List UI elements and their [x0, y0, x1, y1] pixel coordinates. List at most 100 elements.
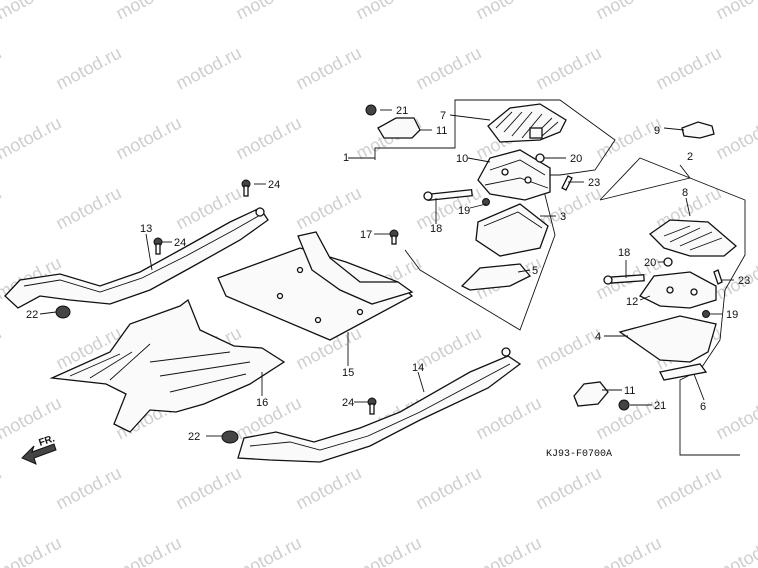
watermark-text: motod.ru	[532, 43, 604, 94]
front-label: FR.	[38, 433, 57, 449]
watermark-text: motod.ru	[0, 43, 5, 94]
watermark-text: motod.ru	[0, 393, 65, 444]
callout-23-lower: 23	[738, 275, 750, 287]
watermark-text: motod.ru	[712, 113, 758, 164]
washer-20-upper	[535, 153, 545, 163]
callout-23-upper: 23	[588, 177, 600, 189]
pin-23-lower	[713, 269, 723, 285]
bolt-24-low	[367, 397, 377, 415]
watermark-text: motod.ru	[472, 0, 544, 24]
callout-10: 10	[456, 153, 468, 165]
watermark-text: motod.ru	[592, 113, 664, 164]
watermark-text: motod.ru	[0, 533, 65, 568]
watermark-text: motod.ru	[412, 183, 484, 234]
callout-labels: 1 2 3 4 5 6 7 8 9 10 11 12 13 14 15 16 1…	[26, 105, 750, 443]
watermark-text: motod.ru	[292, 183, 364, 234]
callout-14: 14	[412, 362, 424, 374]
watermark-text: motod.ru	[472, 393, 544, 444]
lower-strip-part	[659, 363, 708, 381]
watermark-text: motod.ru	[712, 0, 758, 24]
callout-5: 5	[532, 265, 538, 277]
bolt-17	[389, 229, 399, 245]
lower-bracket-part	[639, 271, 717, 309]
callout-12: 12	[626, 296, 638, 308]
callout-16: 16	[256, 397, 268, 409]
rubber-22-low	[221, 430, 239, 444]
clip-upper-part	[377, 117, 421, 139]
watermark-text: motod.ru	[52, 43, 124, 94]
watermark-text: motod.ru	[112, 533, 184, 568]
watermark-text: motod.ru	[532, 463, 604, 514]
callout-18-upper: 18	[430, 223, 442, 235]
watermark-text: motod.ru	[472, 533, 544, 568]
callout-17: 17	[360, 229, 372, 241]
leader-lines	[39, 109, 734, 437]
callout-7: 7	[440, 110, 446, 122]
watermark-text: motod.ru	[532, 323, 604, 374]
upper-bracket-part	[477, 149, 551, 201]
callout-21-upper: 21	[396, 105, 408, 117]
left-side-rail-part	[4, 207, 269, 309]
group-outline-1	[374, 99, 616, 331]
tab-part	[681, 121, 715, 139]
callout-20-upper: 20	[570, 153, 582, 165]
watermark-text: motod.ru	[592, 533, 664, 568]
clip-lower-part	[573, 381, 609, 407]
floor-step-part	[49, 298, 286, 433]
callout-21-lower: 21	[654, 400, 666, 412]
callout-11-lower: 11	[624, 385, 635, 397]
callout-8: 8	[682, 187, 688, 199]
diagram-code: KJ93-F0700A	[546, 449, 612, 460]
watermark-text: motod.ru	[172, 463, 244, 514]
callout-15: 15	[342, 367, 354, 379]
watermark-text: motod.ru	[412, 463, 484, 514]
grip-tray-part	[487, 103, 567, 143]
upper-side-piece-part	[460, 263, 532, 291]
watermark-text: motod.ru	[0, 323, 5, 374]
watermark-text: motod.ru	[0, 0, 65, 24]
nut-21-lower	[618, 399, 630, 411]
callout-24-low: 24	[342, 397, 354, 409]
callout-9: 9	[654, 125, 660, 137]
callout-2: 2	[687, 151, 693, 163]
watermark-text: motod.ru	[652, 463, 724, 514]
rubber-22-left	[55, 305, 71, 319]
callout-6: 6	[700, 401, 706, 413]
callout-22-low: 22	[188, 431, 200, 443]
callout-19-upper: 19	[458, 205, 470, 217]
bolt-24-top	[241, 179, 251, 197]
callout-11-upper: 11	[436, 125, 447, 137]
callout-19-lower: 19	[726, 309, 738, 321]
watermark-text: motod.ru	[412, 43, 484, 94]
watermark-text: motod.ru	[112, 113, 184, 164]
callout-20-lower: 20	[644, 257, 656, 269]
watermark-text: motod.ru	[52, 183, 124, 234]
callout-3: 3	[560, 211, 566, 223]
watermark-text: motod.ru	[172, 43, 244, 94]
callout-24-top: 24	[268, 179, 280, 191]
watermark-text: motod.ru	[0, 113, 65, 164]
callout-22-left: 22	[26, 309, 38, 321]
watermark-text: motod.ru	[652, 43, 724, 94]
watermark-text: motod.ru	[712, 393, 758, 444]
grip-tray-right-part	[648, 219, 738, 257]
callout-24-mid: 24	[174, 237, 186, 249]
watermark-text: motod.ru	[292, 43, 364, 94]
callout-4: 4	[595, 331, 601, 343]
callout-18-lower: 18	[618, 247, 630, 259]
group-outline-2b	[599, 177, 691, 201]
watermark-text: motod.ru	[0, 463, 5, 514]
watermark-text: motod.ru	[712, 533, 758, 568]
watermark-text: motod.ru	[52, 463, 124, 514]
right-side-rail-part	[237, 347, 522, 463]
watermark-text: motod.ru	[232, 533, 304, 568]
watermark-text: motod.ru	[352, 0, 424, 24]
callout-1: 1	[343, 152, 349, 164]
washer-20-lower	[663, 257, 673, 267]
callout-13: 13	[140, 223, 152, 235]
group-outline-2	[599, 157, 746, 456]
upper-plate-part	[475, 203, 549, 257]
leader-2	[679, 164, 691, 179]
watermark-text: motod.ru	[592, 0, 664, 24]
